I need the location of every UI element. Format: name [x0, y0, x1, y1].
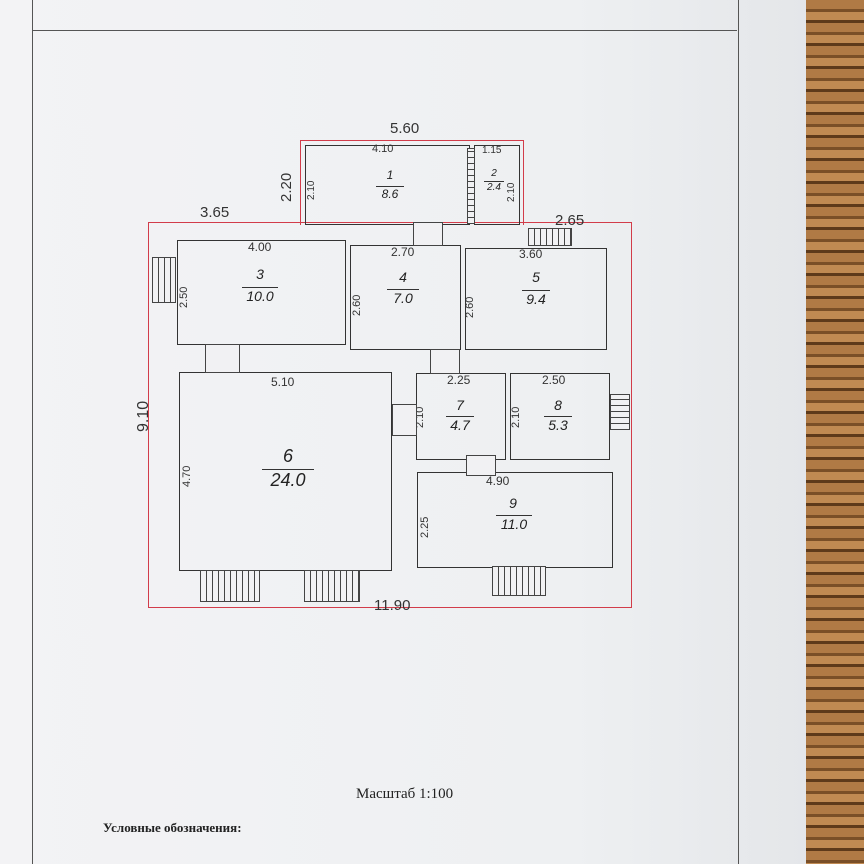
room-2-number: 2: [491, 168, 497, 179]
room-3-height: 2.50: [178, 286, 190, 308]
room-8-number: 8: [554, 397, 562, 413]
legend-label: Условные обозначения:: [103, 820, 242, 835]
stairs-right: [610, 394, 630, 430]
room-8-width: 2.50: [542, 373, 566, 387]
room-3-area: 10.0: [242, 287, 278, 304]
room-7-width: 2.25: [447, 373, 471, 387]
stairs-bottom-3: [492, 566, 546, 596]
room-1-height: 2.10: [306, 180, 317, 200]
room-4-width: 2.70: [391, 245, 415, 259]
building-outline-annex: [300, 140, 524, 225]
building-outline-main: [148, 222, 632, 608]
room-8: [510, 373, 610, 460]
door-room-3-6: [205, 344, 240, 373]
room-1-number: 1: [386, 168, 394, 182]
annex-window: [467, 148, 475, 224]
room-6-area: 24.0: [262, 469, 314, 491]
dim-top-main: 5.60: [390, 120, 420, 137]
stairs-left: [152, 257, 176, 303]
scale-label: Масштаб 1:100: [356, 786, 454, 802]
room-5-number: 5: [532, 269, 540, 285]
room-8-area: 5.3: [544, 416, 572, 433]
stairs-bottom-2: [304, 570, 360, 602]
room-6: [179, 372, 392, 571]
dim-annex-height: 2.20: [278, 172, 295, 202]
room-6-number: 6: [282, 446, 293, 466]
room-4-area: 7.0: [387, 289, 419, 306]
sheet-frame: [32, 0, 739, 864]
room-5-width: 3.60: [519, 247, 543, 261]
room-9-height: 2.25: [419, 516, 431, 538]
room-4-height: 2.60: [351, 294, 363, 316]
room-7-area: 4.7: [446, 416, 474, 433]
dim-top-right: 2.65: [555, 212, 585, 229]
room-3-number: 3: [256, 266, 264, 282]
sheet-top-line: [32, 30, 737, 31]
room-9-number: 9: [509, 495, 517, 511]
door-room-6-7: [392, 404, 417, 436]
room-4: [350, 245, 461, 350]
room-3-width: 4.00: [248, 240, 272, 254]
room-9-width: 4.90: [486, 474, 510, 488]
room-4-number: 4: [399, 269, 407, 285]
stairs-top-right: [528, 228, 572, 246]
room-3: [177, 240, 346, 345]
stairs-bottom-1: [200, 570, 260, 602]
room-8-height: 2.10: [510, 406, 522, 428]
room-2-height: 2.10: [506, 182, 517, 202]
room-1-width: 4.10: [372, 143, 394, 155]
room-9-area: 11.0: [496, 515, 532, 532]
door-room-7-9: [466, 455, 496, 476]
wooden-background: [806, 0, 864, 864]
dim-top-left: 3.65: [200, 204, 230, 221]
room-6-width: 5.10: [271, 375, 295, 389]
room-7-number: 7: [456, 397, 464, 413]
room-5-area: 9.4: [522, 290, 550, 307]
room-6-height: 4.70: [181, 465, 193, 487]
room-5: [465, 248, 607, 350]
dim-bottom: 11.90: [374, 597, 411, 614]
room-2-width: 1.15: [482, 145, 502, 156]
room-1-area: 8.6: [376, 186, 404, 201]
door-room-4-7: [430, 349, 460, 374]
room-2-area: 2.4: [484, 181, 504, 193]
room-1: [305, 145, 470, 225]
dim-left-side: 9.10: [135, 400, 152, 432]
room-5-height: 2.60: [464, 296, 476, 318]
door-annex: [413, 222, 443, 246]
